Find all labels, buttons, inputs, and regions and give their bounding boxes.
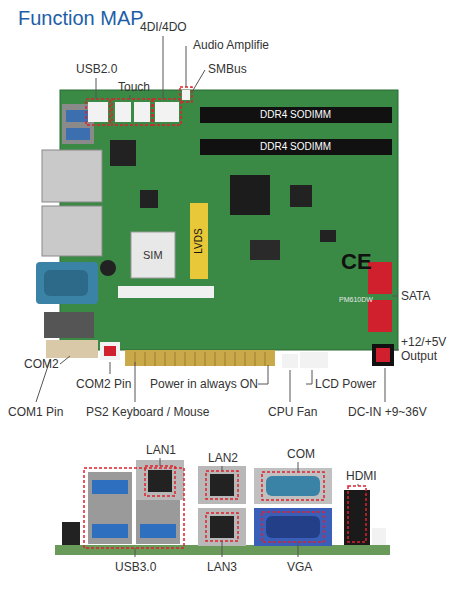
board-mark: CE [341, 249, 372, 275]
callout-label: USB3.0 [115, 560, 156, 574]
callout-label: 4DI/4DO [140, 20, 187, 34]
callout-label: HDMI [346, 469, 377, 483]
callout-label: LAN3 [207, 560, 237, 574]
callout-label: USB2.0 [76, 62, 117, 76]
callout-label: COM [287, 447, 315, 461]
callout-label: LAN2 [208, 451, 238, 465]
callout-label: CPU Fan [268, 405, 317, 419]
slot-label: DDR4 SODIMM [260, 109, 331, 121]
callout-label: COM2 Pin [76, 377, 131, 391]
page-title: Function MAP [18, 6, 144, 30]
callout-label: LAN1 [146, 443, 176, 457]
callout-label: PS2 Keyboard / Mouse [86, 405, 209, 419]
callout-label: SATA [401, 289, 431, 303]
board-text: PM610DW [339, 296, 373, 304]
callout-label: SMBus [208, 62, 247, 76]
board-text: SIM [143, 249, 163, 262]
callout-label: VGA [287, 560, 312, 574]
callout-label: LCD Power [315, 377, 376, 391]
callout-label: COM1 Pin [8, 405, 63, 419]
board-text: LVDS [193, 228, 205, 253]
callout-label: Power in always ON [150, 377, 258, 391]
callout-label: +12/+5V Output [401, 335, 456, 363]
callout-label: Touch [118, 80, 150, 94]
callout-label: DC-IN +9~36V [348, 405, 427, 419]
callout-label: Audio Amplifie [193, 38, 269, 52]
callout-label: COM2 [24, 357, 59, 371]
slot-label: DDR4 SODIMM [260, 141, 331, 153]
